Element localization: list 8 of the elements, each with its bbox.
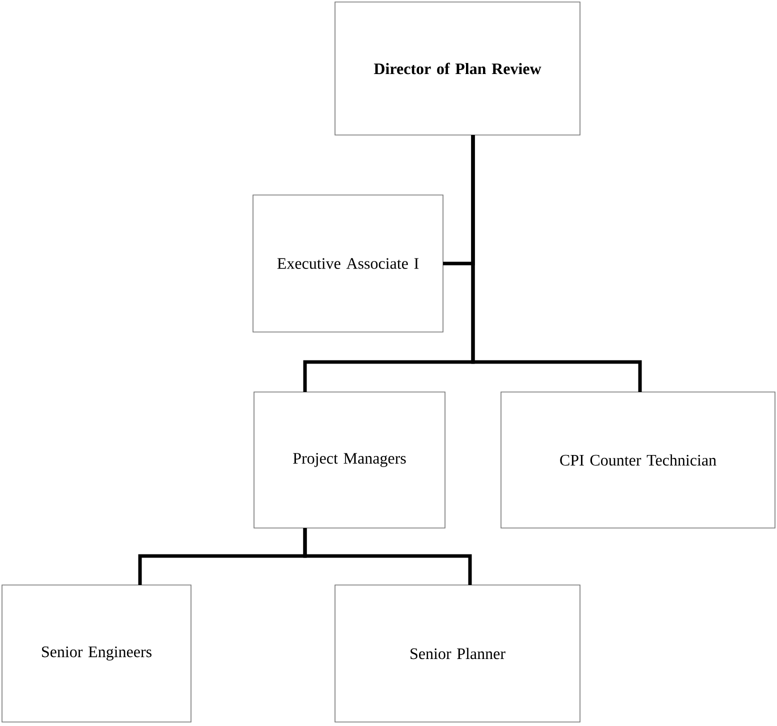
connector-line	[303, 528, 472, 585]
org-box: CPI Counter Technician	[500, 392, 776, 528]
org-box: Director of Plan Review	[334, 2, 580, 136]
org-box: Executive Associate I	[252, 194, 444, 332]
org-box: Project Managers	[254, 392, 446, 528]
org-box: Senior Engineers	[2, 584, 192, 722]
connector-line	[471, 135, 642, 392]
org-box: Senior Planner	[334, 584, 580, 722]
